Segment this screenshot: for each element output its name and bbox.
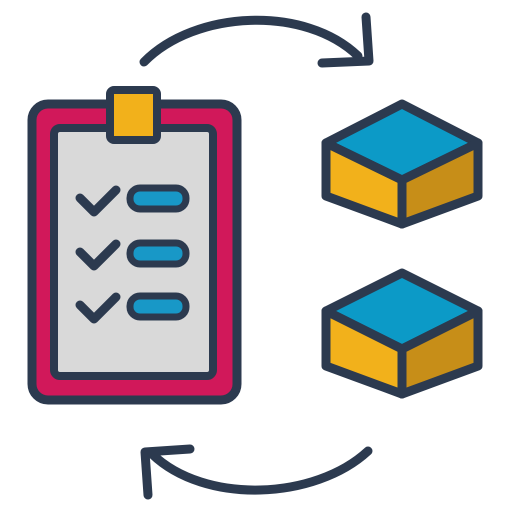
checklist-line <box>126 184 190 213</box>
checklist-row <box>75 239 190 271</box>
checklist-line <box>126 292 190 321</box>
box-side <box>397 306 483 399</box>
box-icon <box>321 268 483 399</box>
check-icon <box>75 185 121 217</box>
check-icon <box>75 292 121 324</box>
checklist-row <box>75 184 190 217</box>
checklist-line <box>126 239 190 268</box>
check-icon <box>75 239 121 271</box>
cycle-arrow-bottom-icon <box>140 444 373 500</box>
checklist-row <box>75 292 190 324</box>
box-icon <box>321 99 483 229</box>
cycle-arrow-top-icon <box>139 12 374 68</box>
clipboard-clip <box>106 86 161 144</box>
clipboard-checklist-icon <box>27 86 242 405</box>
box-side <box>397 138 483 229</box>
